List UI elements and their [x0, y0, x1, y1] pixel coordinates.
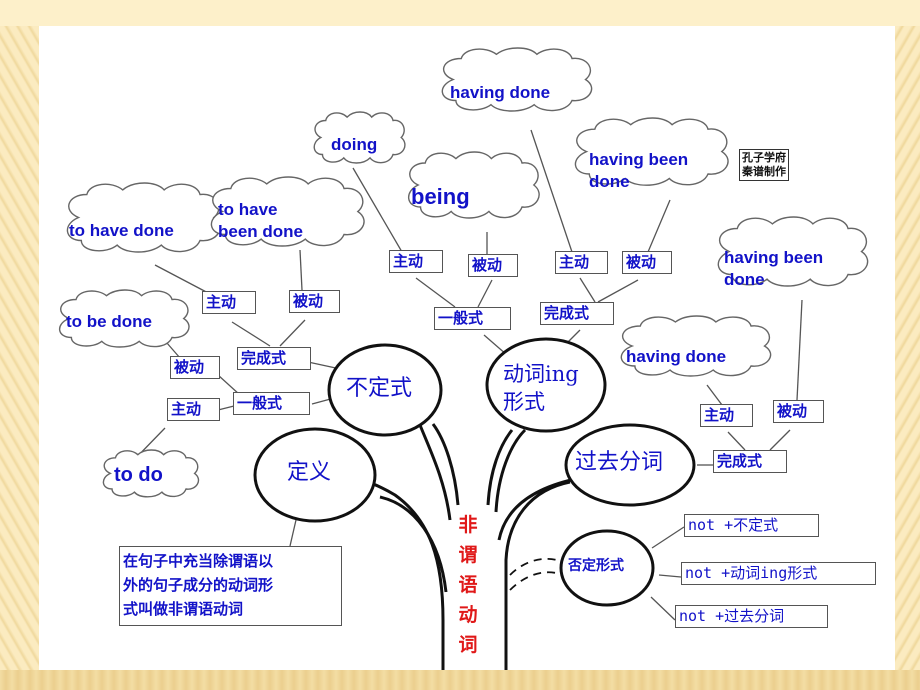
ing-simple-passive-box: 被动	[468, 254, 518, 277]
cloud-line: having been	[589, 150, 689, 169]
cloud-line: done	[589, 172, 630, 191]
cloud-pp-perfect-passive-form: having been done	[724, 247, 823, 291]
negative-past-participle-box: not +过去分词	[675, 605, 828, 628]
bottom-decorative-stripes	[0, 670, 920, 690]
inf-simple-box: 一般式	[233, 392, 310, 415]
negative-ing-box: not +动词ing形式	[681, 562, 876, 585]
cloud-ing-simple-passive-form: being	[411, 184, 470, 209]
trunk-label-non-finite-verbs: 非 谓 语 动 词	[455, 510, 481, 660]
cloud-line: done	[724, 270, 765, 289]
ing-form-line: 形式	[503, 390, 545, 414]
inf-simple-passive-box: 被动	[170, 356, 220, 379]
watermark-stamp: 孔子学府 秦谱制作	[739, 149, 789, 181]
cloud-inf-perfect-active-form: to have done	[69, 221, 174, 240]
cloud-line: been done	[218, 222, 304, 241]
pp-perfect-box: 完成式	[713, 450, 787, 473]
trunk-char: 语	[458, 574, 478, 596]
watermark-line: 秦谱制作	[742, 165, 786, 178]
negative-infinitive-box: not +不定式	[684, 514, 819, 537]
cloud-ing-perfect-passive-form: having been done	[589, 149, 688, 193]
ing-perfect-active-box: 主动	[555, 251, 608, 274]
cloud-inf-perfect-passive-form: to have been done	[218, 199, 303, 243]
ing-form-line: 动词ing	[503, 362, 579, 386]
trunk-char: 非	[458, 514, 478, 536]
right-decorative-stripes	[895, 26, 920, 690]
cloud-inf-simple-active-form: to do	[114, 464, 163, 486]
negative-form-node-label: 否定形式	[568, 558, 624, 574]
cloud-inf-simple-passive-form: to be done	[66, 312, 152, 331]
pp-perfect-active-box: 主动	[700, 404, 753, 427]
cloud-line: having been	[724, 248, 824, 267]
ing-simple-box: 一般式	[434, 307, 511, 330]
ing-form-node-label: 动词ing 形式	[503, 360, 579, 416]
ing-perfect-passive-box: 被动	[622, 251, 672, 274]
ing-simple-active-box: 主动	[389, 250, 443, 273]
cloud-pp-perfect-active-form: having done	[626, 347, 727, 366]
definition-line: 式叫做非谓语动词	[123, 600, 244, 618]
definition-line: 外的句子成分的动词形	[123, 576, 274, 594]
cloud-ing-simple-active-form: doing	[331, 135, 378, 154]
past-participle-node-label: 过去分词	[575, 450, 664, 475]
trunk-char: 动	[458, 604, 478, 626]
definition-node-label: 定义	[287, 460, 332, 485]
pp-perfect-passive-box: 被动	[773, 400, 824, 423]
definition-text-box: 在句子中充当除谓语以 外的句子成分的动词形 式叫做非谓语动词	[119, 546, 342, 626]
inf-simple-active-box: 主动	[167, 398, 220, 421]
ing-perfect-box: 完成式	[540, 302, 614, 325]
definition-line: 在句子中充当除谓语以	[123, 552, 274, 570]
cloud-ing-perfect-active-form: having done	[450, 83, 551, 102]
inf-perfect-box: 完成式	[237, 347, 311, 370]
left-decorative-stripes	[0, 26, 39, 690]
cloud-line: to have	[218, 200, 278, 219]
inf-perfect-passive-box: 被动	[289, 290, 340, 313]
trunk-char: 谓	[458, 544, 478, 566]
trunk-char: 词	[458, 634, 478, 656]
infinitive-node-label: 不定式	[346, 376, 413, 401]
inf-perfect-active-box: 主动	[202, 291, 256, 314]
watermark-line: 孔子学府	[742, 151, 786, 164]
